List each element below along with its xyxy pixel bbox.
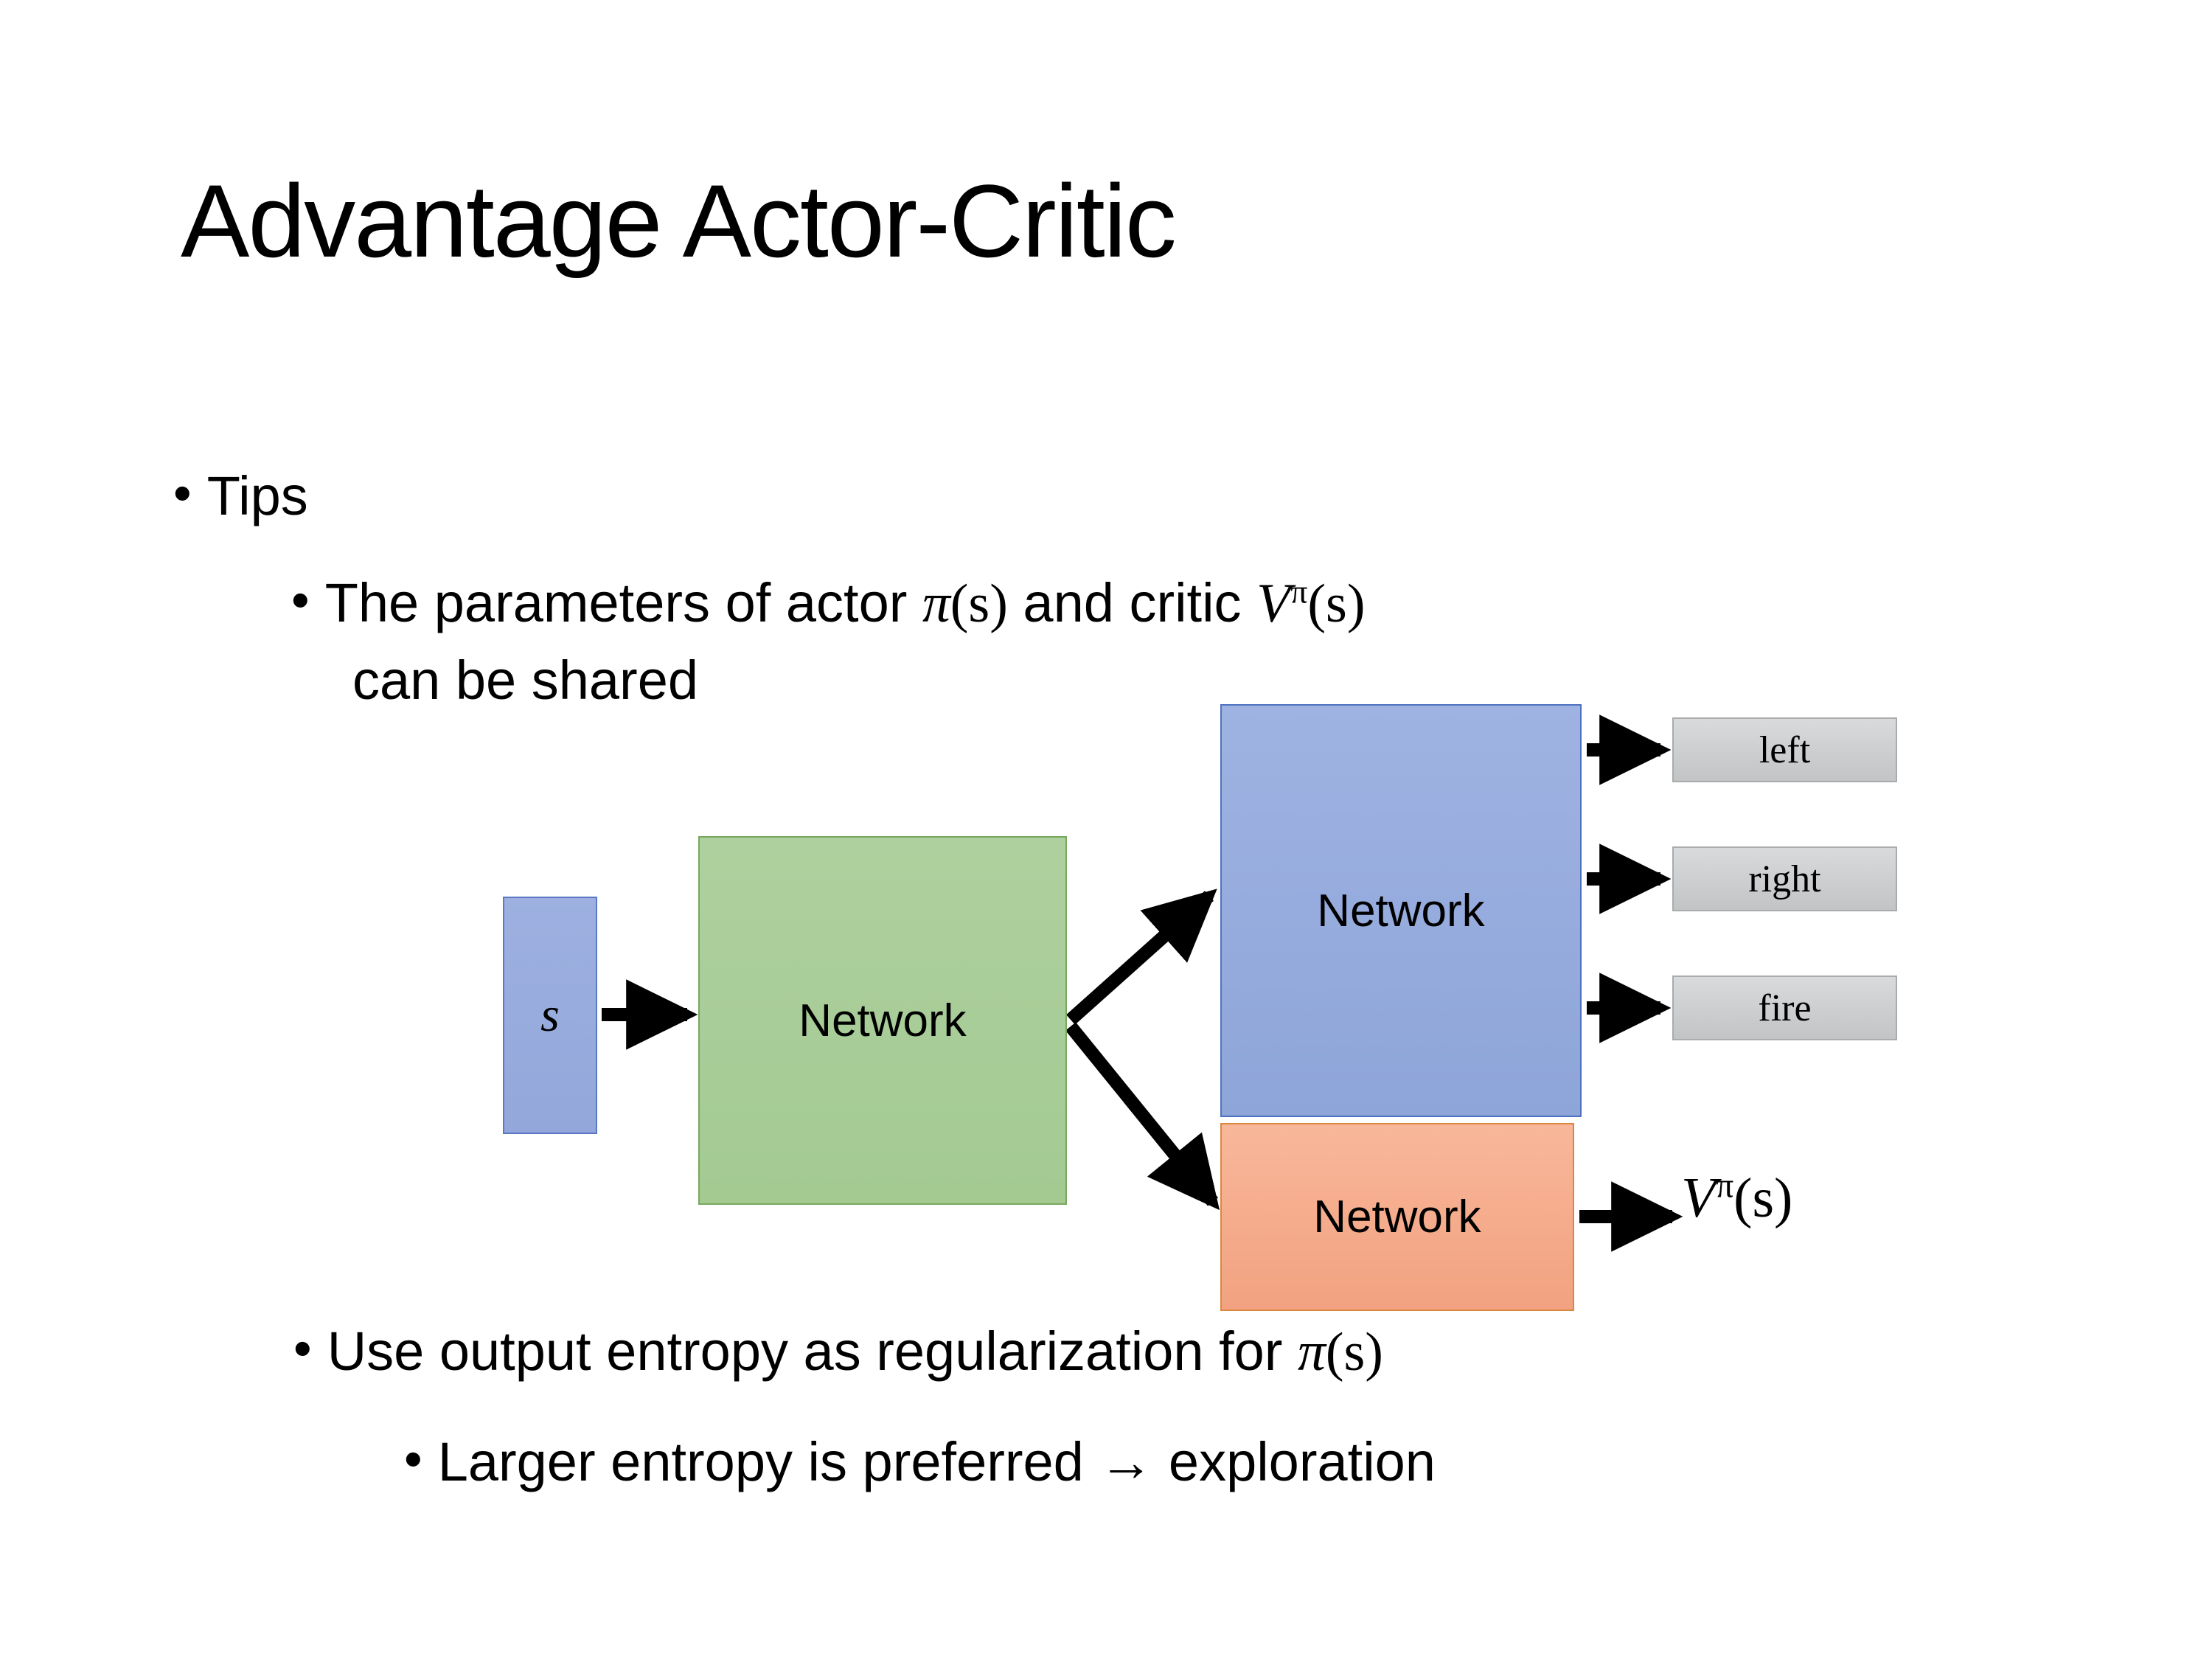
shared-network-label: Network [799,995,967,1046]
arrow-shared-to-critic [1065,1022,1220,1211]
input-state-box[interactable]: s [503,897,597,1134]
bullet-larger-entropy-label: Larger entropy is preferred → exploratio… [437,1431,1436,1492]
page-title: Advantage Actor-Critic [181,163,1177,279]
symbol-pi-entropy: π [1298,1321,1326,1382]
action-output-right[interactable]: right [1672,846,1897,911]
text-params-mid: and critic [1007,572,1257,633]
bullet-marker-icon: • [293,1319,312,1378]
bullet-shared-parameters: • The parameters of actor π(s) and criti… [291,571,1365,636]
bullet-shared-parameters-text: The parameters of actor π(s) and critic … [325,571,1366,636]
bullet-larger-entropy: • Larger entropy is preferred → explorat… [404,1430,1436,1493]
arrow-shared-to-actor [1066,888,1217,1025]
symbol-pi-entropy-arg: (s) [1325,1322,1383,1382]
symbol-v-critic-superscript: π [1290,572,1308,611]
action-output-left[interactable]: left [1672,717,1897,782]
value-function-output: Vπ(s) [1681,1165,1792,1231]
shared-network-box[interactable]: Network [698,836,1067,1205]
symbol-pi-actor-arg: (s) [950,574,1008,634]
bullet-tips: • Tips [173,465,308,527]
bullet-marker-icon: • [404,1430,422,1489]
text-params-pre: The parameters of actor [324,572,922,633]
symbol-pi-actor: π [922,573,950,634]
value-symbol-superscript-pi: π [1716,1166,1734,1206]
bullet-shared-parameters-line2: can be shared [352,650,699,711]
bullet-marker-icon: • [291,571,310,630]
value-symbol-v: V [1681,1166,1717,1229]
input-state-label: s [540,988,560,1042]
action-output-right-label: right [1748,858,1821,900]
bullet-tips-label: Tips [206,465,308,526]
bullet-entropy-regularization-text: Use output entropy as regularization for… [327,1320,1383,1384]
actor-network-box[interactable]: Network [1220,704,1582,1117]
value-symbol-argument: (s) [1733,1167,1793,1229]
bullet-entropy-regularization: • Use output entropy as regularization f… [293,1320,1383,1384]
critic-network-box[interactable]: Network [1220,1123,1574,1311]
action-output-left-label: left [1759,728,1811,771]
symbol-v-critic: V [1256,573,1291,634]
symbol-v-critic-arg: (s) [1307,574,1366,634]
bullet-marker-icon: • [173,464,192,523]
action-output-fire-label: fire [1758,987,1812,1029]
action-output-fire[interactable]: fire [1672,975,1897,1040]
text-entropy-pre: Use output entropy as regularization for [327,1321,1298,1382]
critic-network-label: Network [1313,1192,1481,1242]
actor-network-label: Network [1317,885,1485,936]
